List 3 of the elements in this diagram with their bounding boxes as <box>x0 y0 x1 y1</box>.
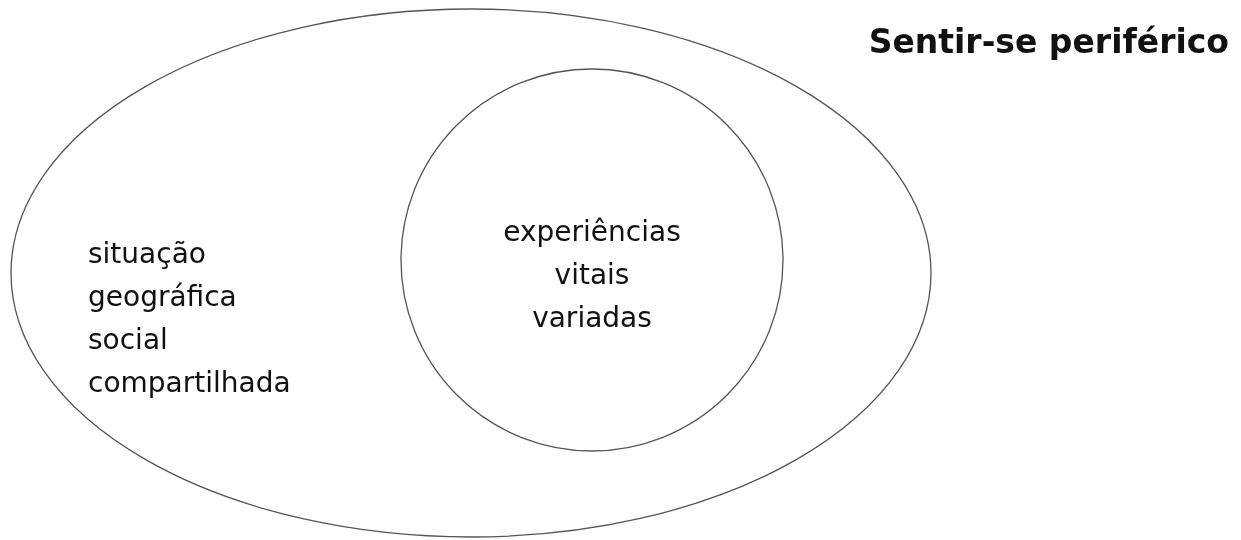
circle-text: experiências vitais variadas <box>503 214 681 336</box>
ellipse-text: situação geográfica social compartilhada <box>88 236 291 401</box>
diagram-title: Sentir-se periférico <box>868 22 1229 61</box>
